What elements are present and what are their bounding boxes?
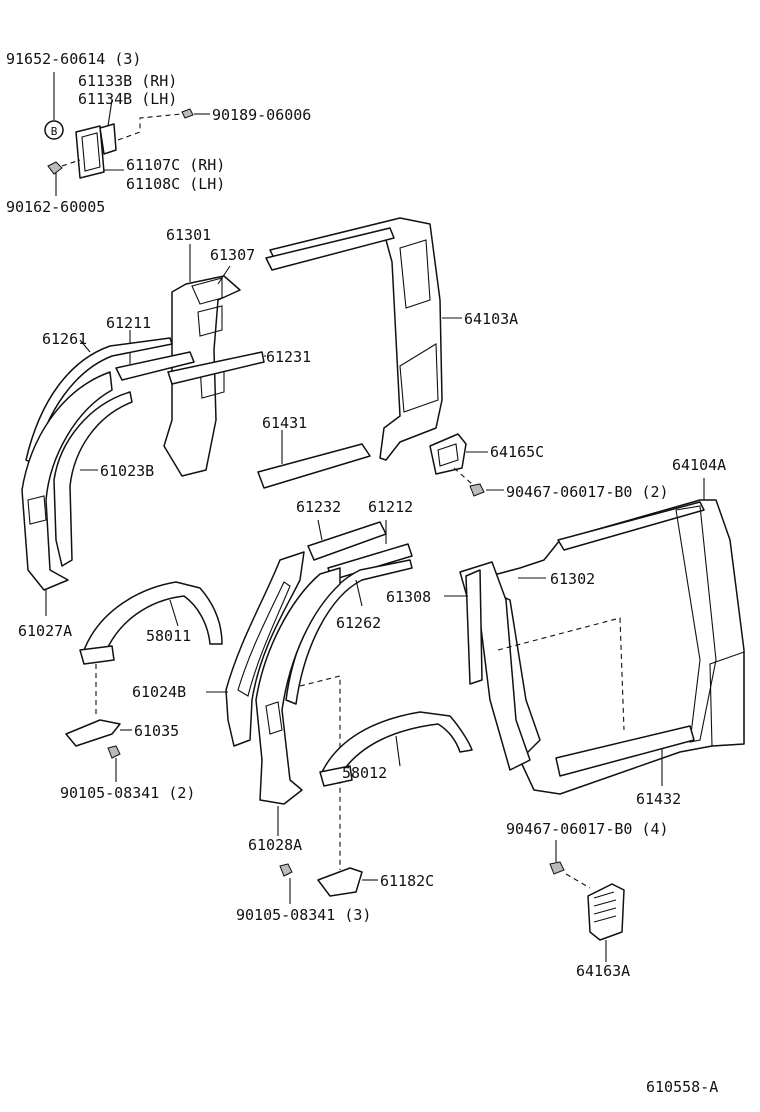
grille-64163a: [549, 840, 625, 962]
badge-b-icon: [44, 120, 64, 140]
label-61302: 61302: [550, 570, 595, 588]
bolt-90105-right-icon: [279, 863, 293, 877]
screw-90467-icon: [469, 483, 485, 497]
wheel-arch-58011: [79, 581, 223, 716]
screw-90189-icon: [181, 108, 194, 119]
bracket-61035: [65, 719, 132, 782]
roof-rails-group-1: [25, 330, 266, 465]
pillar-61023b-61027a: [21, 371, 133, 616]
bracket-64165c: [429, 433, 488, 475]
wheel-arch-58012: [319, 711, 473, 787]
label-64165c: 64165C: [490, 443, 544, 461]
label-61028a: 61028A: [248, 836, 302, 854]
label-61035: 61035: [134, 722, 179, 740]
label-61262: 61262: [336, 614, 381, 632]
label-90105-b: 90105-08341 (3): [236, 906, 371, 924]
screw-90467-bottom-icon: [549, 861, 565, 875]
label-61212: 61212: [368, 498, 413, 516]
pillar-61028a: [255, 567, 341, 870]
label-64103a: 64103A: [464, 310, 518, 328]
label-90105-a: 90105-08341 (2): [60, 784, 195, 802]
hinge-hardware-group: B: [44, 72, 210, 196]
sill-61432: [555, 725, 695, 786]
label-61108c: 61108C (LH): [126, 175, 225, 193]
label-64104a: 64104A: [672, 456, 726, 474]
label-90189: 90189-06006: [212, 106, 311, 124]
label-61232: 61232: [296, 498, 341, 516]
label-61182c: 61182C: [380, 872, 434, 890]
label-61307: 61307: [210, 246, 255, 264]
sill-61431: [257, 430, 371, 489]
label-61231: 61231: [266, 348, 311, 366]
label-90467-a: 90467-06017-B0 (2): [506, 483, 669, 501]
catalog-code: 610558-A: [646, 1078, 718, 1096]
badge-b-label: B: [51, 125, 58, 138]
label-91652: 91652-60614 (3): [6, 50, 141, 68]
label-61134b: 61134B (LH): [78, 90, 177, 108]
part-labels: 91652-60614 (3) 61133B (RH) 61134B (LH) …: [6, 50, 726, 1096]
label-61211: 61211: [106, 314, 151, 332]
label-58012: 58012: [342, 764, 387, 782]
label-90467-b: 90467-06017-B0 (4): [506, 820, 669, 838]
label-61133b: 61133B (RH): [78, 72, 177, 90]
bolt-90105-left-icon: [107, 745, 121, 759]
label-61261: 61261: [42, 330, 87, 348]
hinge-61133b: [99, 123, 117, 155]
label-61301: 61301: [166, 226, 211, 244]
label-64163a: 64163A: [576, 962, 630, 980]
screw-90467-top: [453, 467, 504, 497]
label-58011: 58011: [146, 627, 191, 645]
label-61023b: 61023B: [100, 462, 154, 480]
bracket-61182c: [279, 863, 378, 904]
label-61432: 61432: [636, 790, 681, 808]
pillar-61024b: [206, 551, 305, 747]
bolt-90162-icon: [47, 161, 63, 175]
label-61024b: 61024B: [132, 683, 186, 701]
outer-panel-64104a: [487, 478, 745, 795]
label-61431: 61431: [262, 414, 307, 432]
label-61107c: 61107C (RH): [126, 156, 225, 174]
label-61027a: 61027A: [18, 622, 72, 640]
label-90162: 90162-60005: [6, 198, 105, 216]
pillar-61302-61308: [444, 561, 625, 771]
outer-panel-64103a: [265, 217, 462, 461]
label-61308: 61308: [386, 588, 431, 606]
